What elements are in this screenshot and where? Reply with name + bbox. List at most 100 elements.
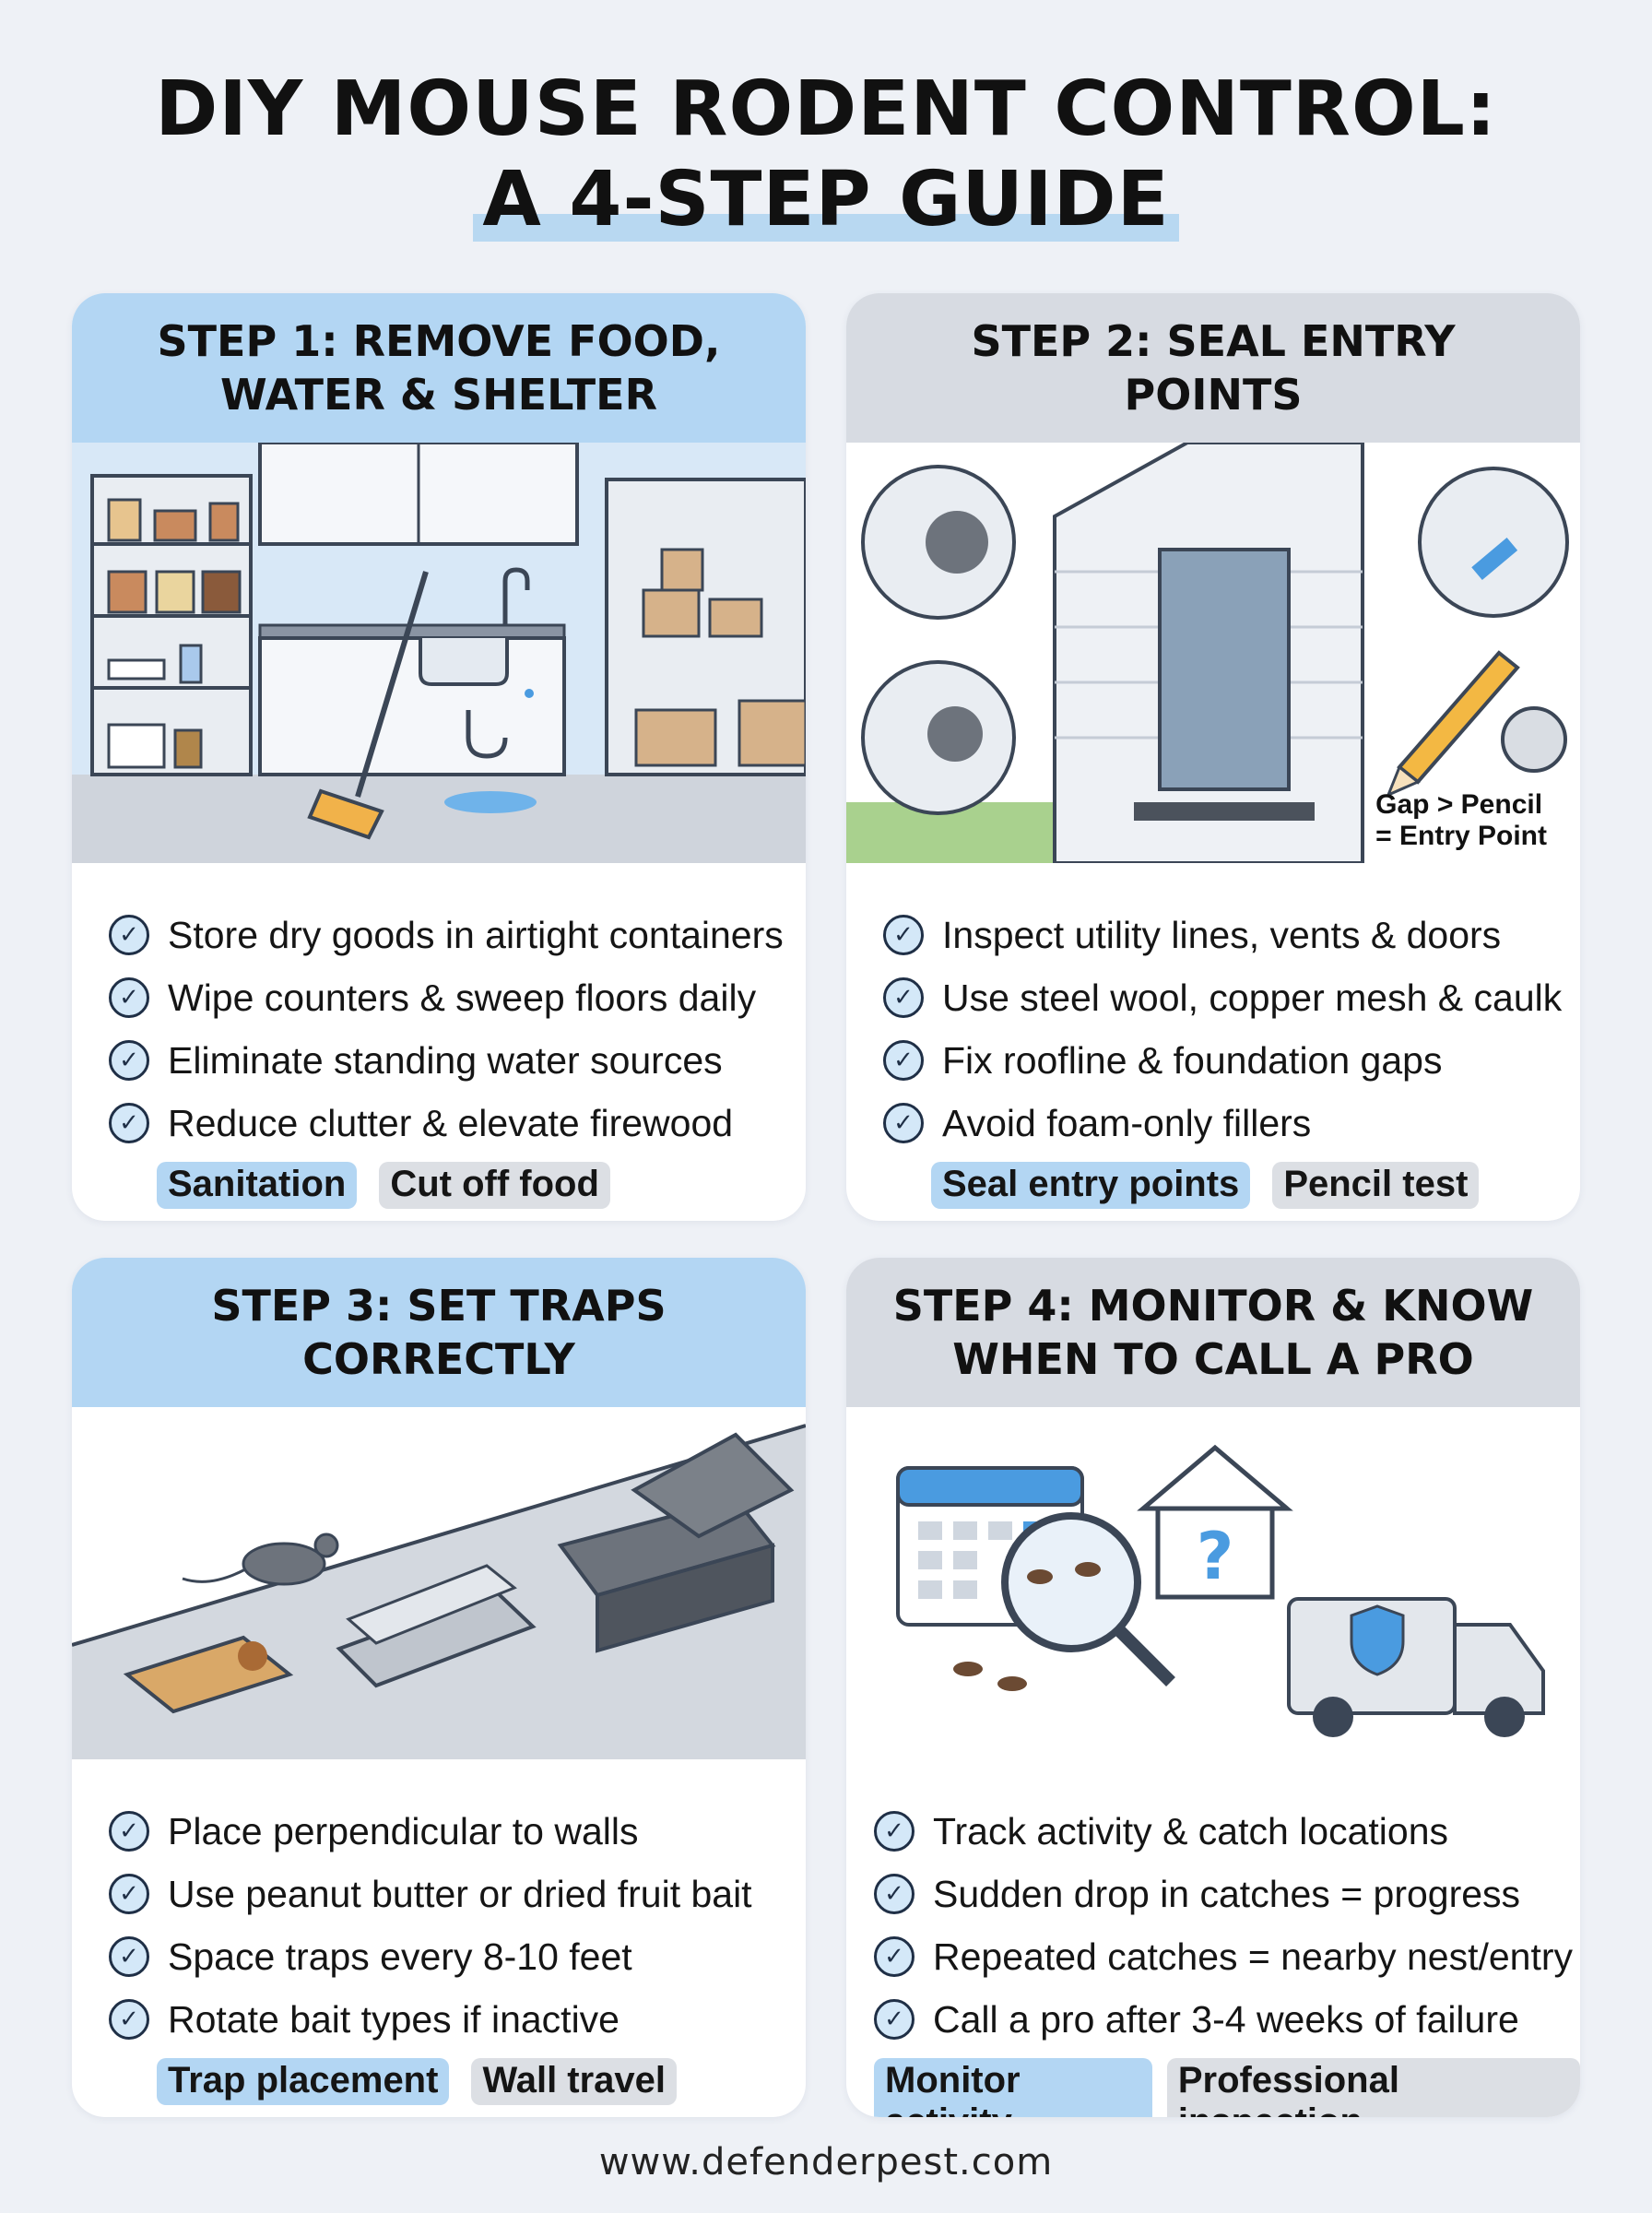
title-line-1: DIY MOUSE RODENT CONTROL:: [155, 65, 1497, 153]
list-item-text: Fix roofline & foundation gaps: [942, 1038, 1443, 1082]
list-item: ✓ Use steel wool, copper mesh & caulk: [883, 966, 1580, 1029]
list-item-text: Wipe counters & sweep floors daily: [168, 976, 757, 1019]
step-4-tags: Monitor activity Professional inspection: [846, 2051, 1580, 2117]
list-item: ✓ Place perpendicular to walls: [109, 1800, 806, 1863]
list-item: ✓ Call a pro after 3-4 weeks of failure: [874, 1988, 1580, 2051]
list-item: ✓ Wipe counters & sweep floors daily: [109, 966, 806, 1029]
step-1-checklist: ✓Store dry goods in airtight containers …: [72, 863, 806, 1154]
step-2-card: STEP 2: SEAL ENTRY POINTS: [846, 293, 1580, 1221]
step-4-heading-line-1: STEP 4: MONITOR & KNOW: [892, 1281, 1534, 1331]
check-circle-icon: ✓: [109, 1874, 149, 1914]
step-3-heading-line-1: STEP 3: SET TRAPS: [211, 1281, 667, 1331]
list-item-text: Eliminate standing water sources: [168, 1038, 723, 1082]
title-highlight: [473, 214, 1179, 242]
list-item-text: Place perpendicular to walls: [168, 1809, 639, 1852]
pencil-icon: [1386, 650, 1520, 798]
house-entry-illustration: Gap > Pencil = Entry Point: [846, 443, 1580, 863]
check-circle-icon: ✓: [883, 1103, 924, 1143]
page-title: DIY MOUSE RODENT CONTROL: A 4-STEP GUIDE: [0, 65, 1652, 245]
list-item-text: Space traps every 8-10 feet: [168, 1935, 632, 1978]
step-3-card: STEP 3: SET TRAPS CORRECTLY: [72, 1258, 806, 2117]
step-3-heading: STEP 3: SET TRAPS CORRECTLY: [211, 1279, 666, 1386]
list-item-text: Avoid foam-only fillers: [942, 1101, 1312, 1144]
coin-icon: [1501, 706, 1567, 773]
step-3-tags: Trap placement Wall travel: [72, 2051, 806, 2105]
list-item-text: Rotate bait types if inactive: [168, 1997, 620, 2041]
tag-pencil-test: Pencil test: [1272, 1162, 1480, 1209]
check-circle-icon: ✓: [109, 1811, 149, 1852]
snap-trap-icon: [123, 1635, 294, 1714]
list-item: ✓ Repeated catches = nearby nest/entry: [874, 1925, 1580, 1988]
garage-boxes-icon: [605, 478, 806, 776]
step-2-heading: STEP 2: SEAL ENTRY POINTS: [971, 316, 1456, 420]
magnifying-glass-icon: [953, 1512, 1175, 1691]
step-4-heading: STEP 4: MONITOR & KNOW WHEN TO CALL A PR…: [893, 1279, 1534, 1386]
check-circle-icon: ✓: [874, 1874, 914, 1914]
tag-trap-placement: Trap placement: [157, 2058, 450, 2105]
step-1-heading: STEP 1: REMOVE FOOD, WATER & SHELTER: [158, 314, 721, 421]
list-item: ✓ Eliminate standing water sources: [109, 1029, 806, 1092]
step-4-checklist: ✓ Track activity & catch locations ✓ Sudde…: [846, 1759, 1580, 2051]
pencil-test-label: Gap > Pencil = Entry Point: [1375, 789, 1547, 852]
svg-text:?: ?: [1197, 1519, 1234, 1594]
step-4-card: STEP 4: MONITOR & KNOW WHEN TO CALL A PR…: [846, 1258, 1580, 2117]
list-item-text: Inspect utility lines, vents & doors: [942, 913, 1502, 956]
step-2-checklist: ✓ Inspect utility lines, vents & doors ✓ U…: [846, 863, 1580, 1154]
tag-wall-travel: Wall travel: [471, 2058, 678, 2105]
check-circle-icon: ✓: [109, 1040, 149, 1081]
check-circle-icon: ✓: [109, 915, 149, 955]
list-item-text: Store dry goods in airtight containers: [168, 913, 784, 956]
list-item-text: Sudden drop in catches = progress: [933, 1872, 1521, 1915]
list-item: ✓ Space traps every 8-10 feet: [109, 1925, 806, 1988]
house-icon: [1053, 443, 1364, 863]
check-circle-icon: ✓: [109, 1999, 149, 2040]
list-item-text: Repeated catches = nearby nest/entry: [933, 1935, 1574, 1978]
magnifier-steel-wool-icon: [861, 465, 1016, 815]
list-item-text: Track activity & catch locations: [933, 1809, 1449, 1852]
kitchen-illustration: [72, 443, 806, 863]
magnifier-caulk-icon: [1418, 467, 1569, 618]
list-item-text: Reduce clutter & elevate firewood: [168, 1101, 734, 1144]
step-4-heading-line-2: WHEN TO CALL A PRO: [952, 1334, 1474, 1384]
list-item: ✓ Inspect utility lines, vents & doors: [883, 904, 1580, 966]
list-item: ✓ Use peanut butter or dried fruit bait: [109, 1863, 806, 1925]
list-item: ✓Fix roofline & foundation gaps: [883, 1029, 1580, 1092]
check-circle-icon: ✓: [109, 977, 149, 1018]
pencil-test-label-line-2: = Entry Point: [1375, 821, 1547, 851]
step-3-header: STEP 3: SET TRAPS CORRECTLY: [72, 1258, 806, 1407]
step-1-heading-line-1: STEP 1: REMOVE FOOD,: [157, 316, 721, 366]
check-circle-icon: ✓: [874, 1811, 914, 1852]
list-item-text: Use steel wool, copper mesh & caulk: [942, 976, 1563, 1019]
check-circle-icon: ✓: [874, 1999, 914, 2040]
list-item-text: Call a pro after 3-4 weeks of failure: [933, 1997, 1519, 2041]
list-item-text: Use peanut butter or dried fruit bait: [168, 1872, 752, 1915]
step-3-checklist: ✓ Place perpendicular to walls ✓ Use peanu…: [72, 1759, 806, 2051]
pencil-test-label-line-1: Gap > Pencil: [1375, 789, 1543, 820]
glue-trap-icon: [336, 1564, 537, 1688]
tag-sanitation: Sanitation: [157, 1162, 358, 1209]
list-item: ✓ Avoid foam-only fillers: [883, 1092, 1580, 1154]
tag-cut-off-food: Cut off food: [379, 1162, 610, 1209]
check-circle-icon: ✓: [883, 977, 924, 1018]
tag-monitor-activity: Monitor activity: [874, 2058, 1152, 2117]
step-1-card: STEP 1: REMOVE FOOD, WATER & SHELTER: [72, 293, 806, 1221]
step-2-tags: Seal entry points Pencil test: [846, 1154, 1580, 1209]
step-1-header: STEP 1: REMOVE FOOD, WATER & SHELTER: [72, 293, 806, 443]
pantry-shelf-icon: [90, 474, 253, 776]
list-item: ✓ Sudden drop in catches = progress: [874, 1863, 1580, 1925]
broom-icon: [307, 571, 429, 840]
title-line-2-text: A 4-STEP GUIDE: [482, 156, 1170, 243]
mouse-icon: [182, 1533, 339, 1586]
check-circle-icon: ✓: [874, 1936, 914, 1977]
footer-url: www.defenderpest.com: [598, 2141, 1054, 2183]
monitoring-illustration: ?: [846, 1407, 1580, 1759]
check-circle-icon: ✓: [109, 1103, 149, 1143]
check-circle-icon: ✓: [109, 1936, 149, 1977]
traps-illustration: [72, 1407, 806, 1759]
tag-professional-inspection: Professional inspection: [1166, 2058, 1580, 2117]
step-2-header: STEP 2: SEAL ENTRY POINTS: [846, 293, 1580, 443]
tag-seal-entry-points: Seal entry points: [931, 1162, 1251, 1209]
list-item: ✓ Reduce clutter & elevate firewood: [109, 1092, 806, 1154]
check-circle-icon: ✓: [883, 915, 924, 955]
title-line-2: A 4-STEP GUIDE: [473, 155, 1179, 245]
